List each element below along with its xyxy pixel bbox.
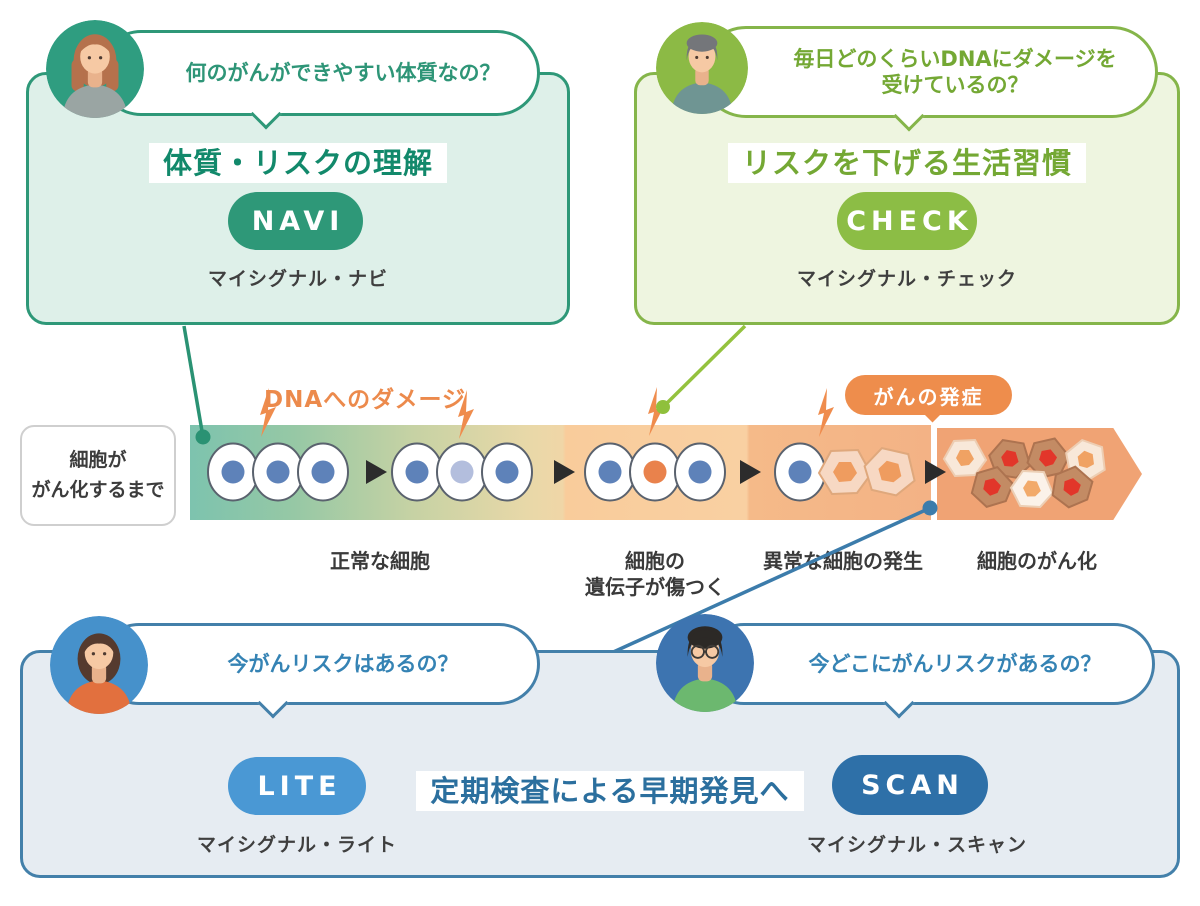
stage-label-abnormal: 異常な細胞の発生 bbox=[763, 549, 923, 573]
avatar-woman-blue bbox=[50, 616, 148, 714]
stage-label-gene-damage: 細胞の遺伝子が傷つく bbox=[585, 549, 725, 599]
intro-line-1: 細胞が bbox=[69, 449, 127, 472]
navi-product-name: マイシグナル・ナビ bbox=[207, 268, 388, 290]
navi-question-text: 何のがんができやすい体質なの？ bbox=[185, 60, 501, 85]
scan-question-text: 今どこにがんリスクがあるの？ bbox=[808, 651, 1102, 676]
cancer-onset-badge: がんの発症 bbox=[845, 375, 1012, 415]
bottom-headline: 定期検査による早期発見へ bbox=[330, 768, 890, 811]
scan-pill-button[interactable]: SCAN bbox=[832, 755, 988, 815]
avatar-man-glasses bbox=[656, 614, 754, 712]
lite-question-bubble: 今がんリスクはあるの？ bbox=[98, 623, 540, 705]
check-connector-dot bbox=[656, 400, 670, 414]
dna-damage-label: DNAへのダメージ bbox=[264, 387, 466, 413]
avatar-woman-teal bbox=[46, 20, 144, 118]
normal-cells-group bbox=[207, 442, 349, 502]
stage-label-normal: 正常な細胞 bbox=[330, 549, 430, 573]
slightly-damaged-cells-group bbox=[391, 442, 533, 502]
navi-pill-button[interactable]: NAVI bbox=[228, 192, 363, 250]
gene-damaged-cells-group bbox=[584, 442, 726, 502]
cells-illustration bbox=[207, 387, 1114, 513]
check-title: リスクを下げる生活習慣 bbox=[634, 140, 1180, 183]
scan-question-bubble: 今どこにがんリスクがあるの？ bbox=[703, 623, 1155, 705]
scan-connector-dot bbox=[922, 500, 938, 516]
intro-line-2: がん化するまで bbox=[31, 478, 165, 501]
stage-label-cancerous: 細胞のがん化 bbox=[977, 549, 1097, 573]
check-product-name: マイシグナル・チェック bbox=[796, 268, 1017, 290]
lite-pill-button[interactable]: LITE bbox=[228, 757, 366, 815]
lite-question-text: 今がんリスクはあるの？ bbox=[227, 651, 459, 676]
navi-title: 体質・リスクの理解 bbox=[26, 140, 570, 183]
navi-connector-dot bbox=[195, 429, 211, 445]
scan-product-name: マイシグナル・スキャン bbox=[806, 834, 1027, 856]
check-question-text: 毎日どのくらいDNAにダメージを 受けているの？ bbox=[793, 46, 1117, 97]
check-pill-button[interactable]: CHECK bbox=[837, 192, 977, 250]
check-question-bubble: 毎日どのくらいDNAにダメージを 受けているの？ bbox=[700, 26, 1158, 118]
lite-product-name: マイシグナル・ライト bbox=[196, 834, 397, 856]
navi-question-bubble: 何のがんができやすい体質なの？ bbox=[98, 30, 540, 116]
abnormal-cells-group bbox=[774, 442, 922, 502]
avatar-man-green bbox=[656, 22, 748, 114]
timeline-intro-box: 細胞が がん化するまで bbox=[20, 425, 176, 526]
